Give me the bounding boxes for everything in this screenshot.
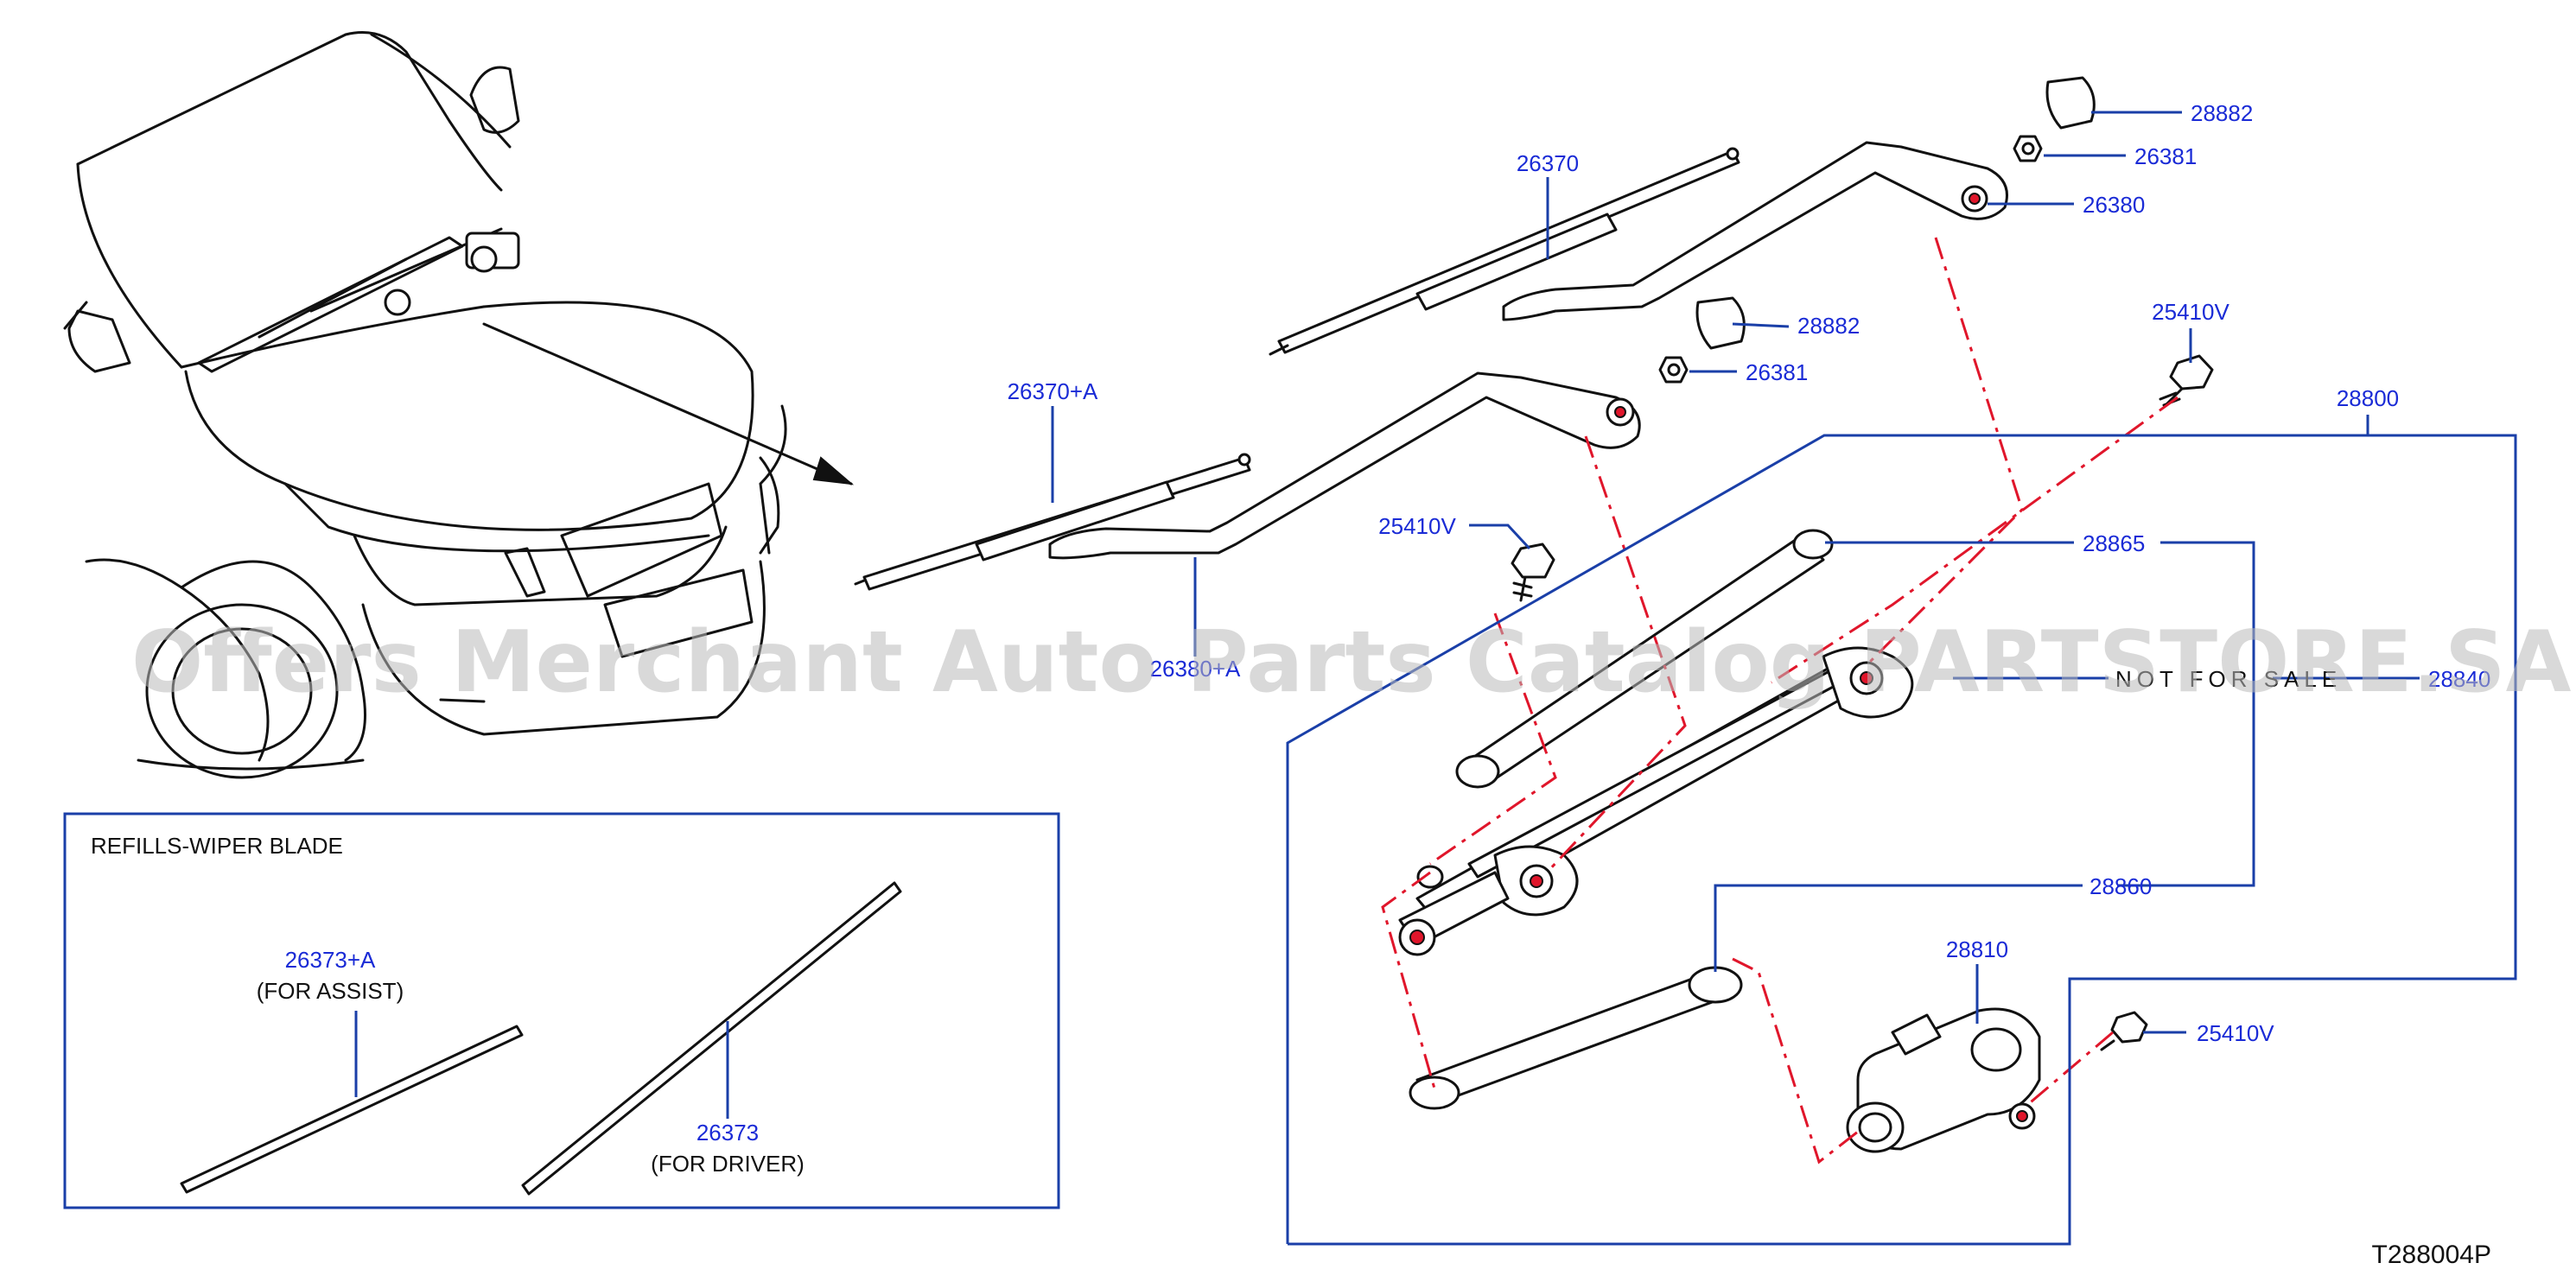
callout-nut-upper[interactable]: 26381 [2134,143,2197,169]
callout-assembly[interactable]: 28800 [2337,385,2399,411]
callout-cap-upper[interactable]: 28882 [2191,100,2253,126]
not-for-sale-note: NOT FOR SALE [2115,666,2342,692]
watermark-text: Offers Merchant Auto Parts Catalog PARTS… [131,613,2572,712]
refill-assist [180,1025,524,1194]
refill-assist-part-no[interactable]: 26373+A [285,947,376,973]
callout-motor[interactable]: 28810 [1946,936,2008,962]
bolt-top-right [2159,354,2214,408]
callout-blade-assist[interactable]: 26370+A [1008,378,1098,404]
nut-upper [2013,135,2043,162]
leader-lines [1051,111,2420,1034]
refill-driver-part-no[interactable]: 26373 [696,1120,759,1146]
callout-bolt-motor[interactable]: 25410V [2197,1020,2274,1046]
refill-driver-note: (FOR DRIVER) [651,1151,805,1177]
refills-inset: REFILLS-WIPER BLADE 26373+A (FOR ASSIST)… [63,812,1060,1209]
nut-lower [1658,356,1689,384]
callout-arm-driver[interactable]: 26380 [2083,192,2145,218]
diagram-code: T288004P [2372,1241,2491,1269]
refill-driver [521,881,902,1196]
wiper-arm-assist [1048,371,1641,560]
wiper-arm-driver [1502,141,2008,321]
callout-pivot[interactable]: 28865 [2083,530,2145,556]
wiper-motor [1846,1007,2041,1153]
inset-title: REFILLS-WIPER BLADE [91,833,343,859]
part-callouts: 26370 26370+A 26380+A 28882 26381 26380 … [1008,100,2491,1046]
callout-pivot-b[interactable]: 28840 [2428,666,2490,692]
callout-nut-lower[interactable]: 26381 [1746,359,1808,385]
callout-arm-assist[interactable]: 26380+A [1150,656,1241,682]
pivot-cap-upper [2045,76,2096,130]
callout-blade-driver[interactable]: 26370 [1517,150,1579,176]
wiper-blade-driver [1269,147,1740,356]
arrow-head [812,456,855,486]
callout-bolt-top-right[interactable]: 25410V [2152,299,2229,325]
wiper-linkage [1398,529,1914,1110]
bolt-motor [2100,1011,2148,1051]
pivot-cap-lower [1695,296,1746,350]
callout-bolt-left[interactable]: 25410V [1378,513,1456,539]
wiper-blade-assist [854,453,1251,591]
assembly-frame [1286,434,2517,1246]
vehicle-illustration [63,31,855,779]
refill-assist-note: (FOR ASSIST) [257,978,404,1004]
assembly-centerlines [1381,237,2178,1165]
callout-cap-lower[interactable]: 28882 [1797,313,1860,339]
callout-link[interactable]: 28860 [2089,873,2152,899]
bolt-left [1511,543,1555,602]
